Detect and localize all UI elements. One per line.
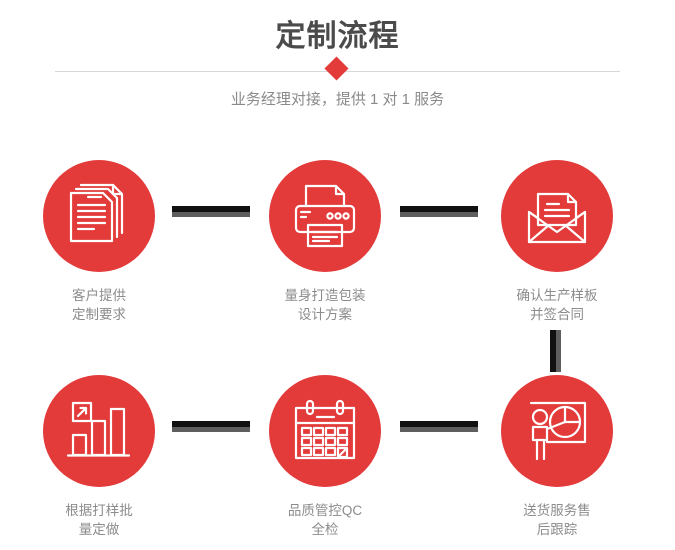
flow-step-6-label: 送货服务售 后跟踪 [523, 503, 591, 537]
connector-step4-step5 [172, 421, 250, 432]
presenter-pie-chart-icon [529, 401, 587, 461]
flow-step-3-circle [501, 160, 613, 272]
bar-chart-growth-icon [66, 401, 131, 457]
flow-step-2[interactable]: 量身打造包装 设计方案 [245, 160, 405, 324]
connector-bar-shadow [400, 212, 478, 217]
process-flow-diagram: 客户提供 定制要求 量身 [0, 130, 675, 550]
flow-step-2-circle [269, 160, 381, 272]
connector-bar-top [172, 206, 250, 212]
page-subtitle: 业务经理对接，提供 1 对 1 服务 [230, 91, 445, 108]
flow-step-3-label: 确认生产样板 并签合同 [516, 288, 598, 322]
connector-step5-step6 [400, 421, 478, 432]
connector-step2-step3 [400, 206, 478, 217]
envelope-document-icon [527, 192, 587, 244]
flow-step-4[interactable]: 根据打样批 量定做 [19, 375, 179, 539]
connector-bar-top [400, 421, 478, 427]
connector-bar-shadow [400, 427, 478, 432]
page-header: 定制流程 业务经理对接，提供 1 对 1 服务 [0, 0, 675, 130]
flow-step-6-circle [501, 375, 613, 487]
flow-step-5[interactable]: 品质管控QC 全检 [245, 375, 405, 539]
printer-icon [294, 184, 356, 248]
flow-step-6[interactable]: 送货服务售 后跟踪 [477, 375, 637, 539]
flow-step-1[interactable]: 客户提供 定制要求 [19, 160, 179, 324]
diamond-ornament-icon [324, 56, 349, 81]
connector-bar-shadow [556, 330, 561, 372]
flow-step-5-label: 品质管控QC 全检 [287, 503, 363, 537]
connector-bar-shadow [172, 212, 250, 217]
connector-step1-step2 [172, 206, 250, 217]
flow-step-3[interactable]: 确认生产样板 并签合同 [477, 160, 637, 324]
connector-bar-shadow [172, 427, 250, 432]
flow-step-1-circle [43, 160, 155, 272]
documents-stack-icon [69, 183, 124, 243]
flow-step-1-label: 客户提供 定制要求 [72, 288, 126, 322]
flow-step-5-circle [269, 375, 381, 487]
connector-bar-top [400, 206, 478, 212]
flow-step-2-label: 量身打造包装 设计方案 [284, 288, 366, 322]
connector-bar-top [550, 330, 556, 372]
connector-bar-top [172, 421, 250, 427]
connector-step3-step6 [550, 330, 561, 372]
flow-step-4-circle [43, 375, 155, 487]
calendar-check-icon [294, 399, 356, 460]
page-title: 定制流程 [275, 20, 400, 53]
flow-step-4-label: 根据打样批 量定做 [65, 503, 133, 537]
